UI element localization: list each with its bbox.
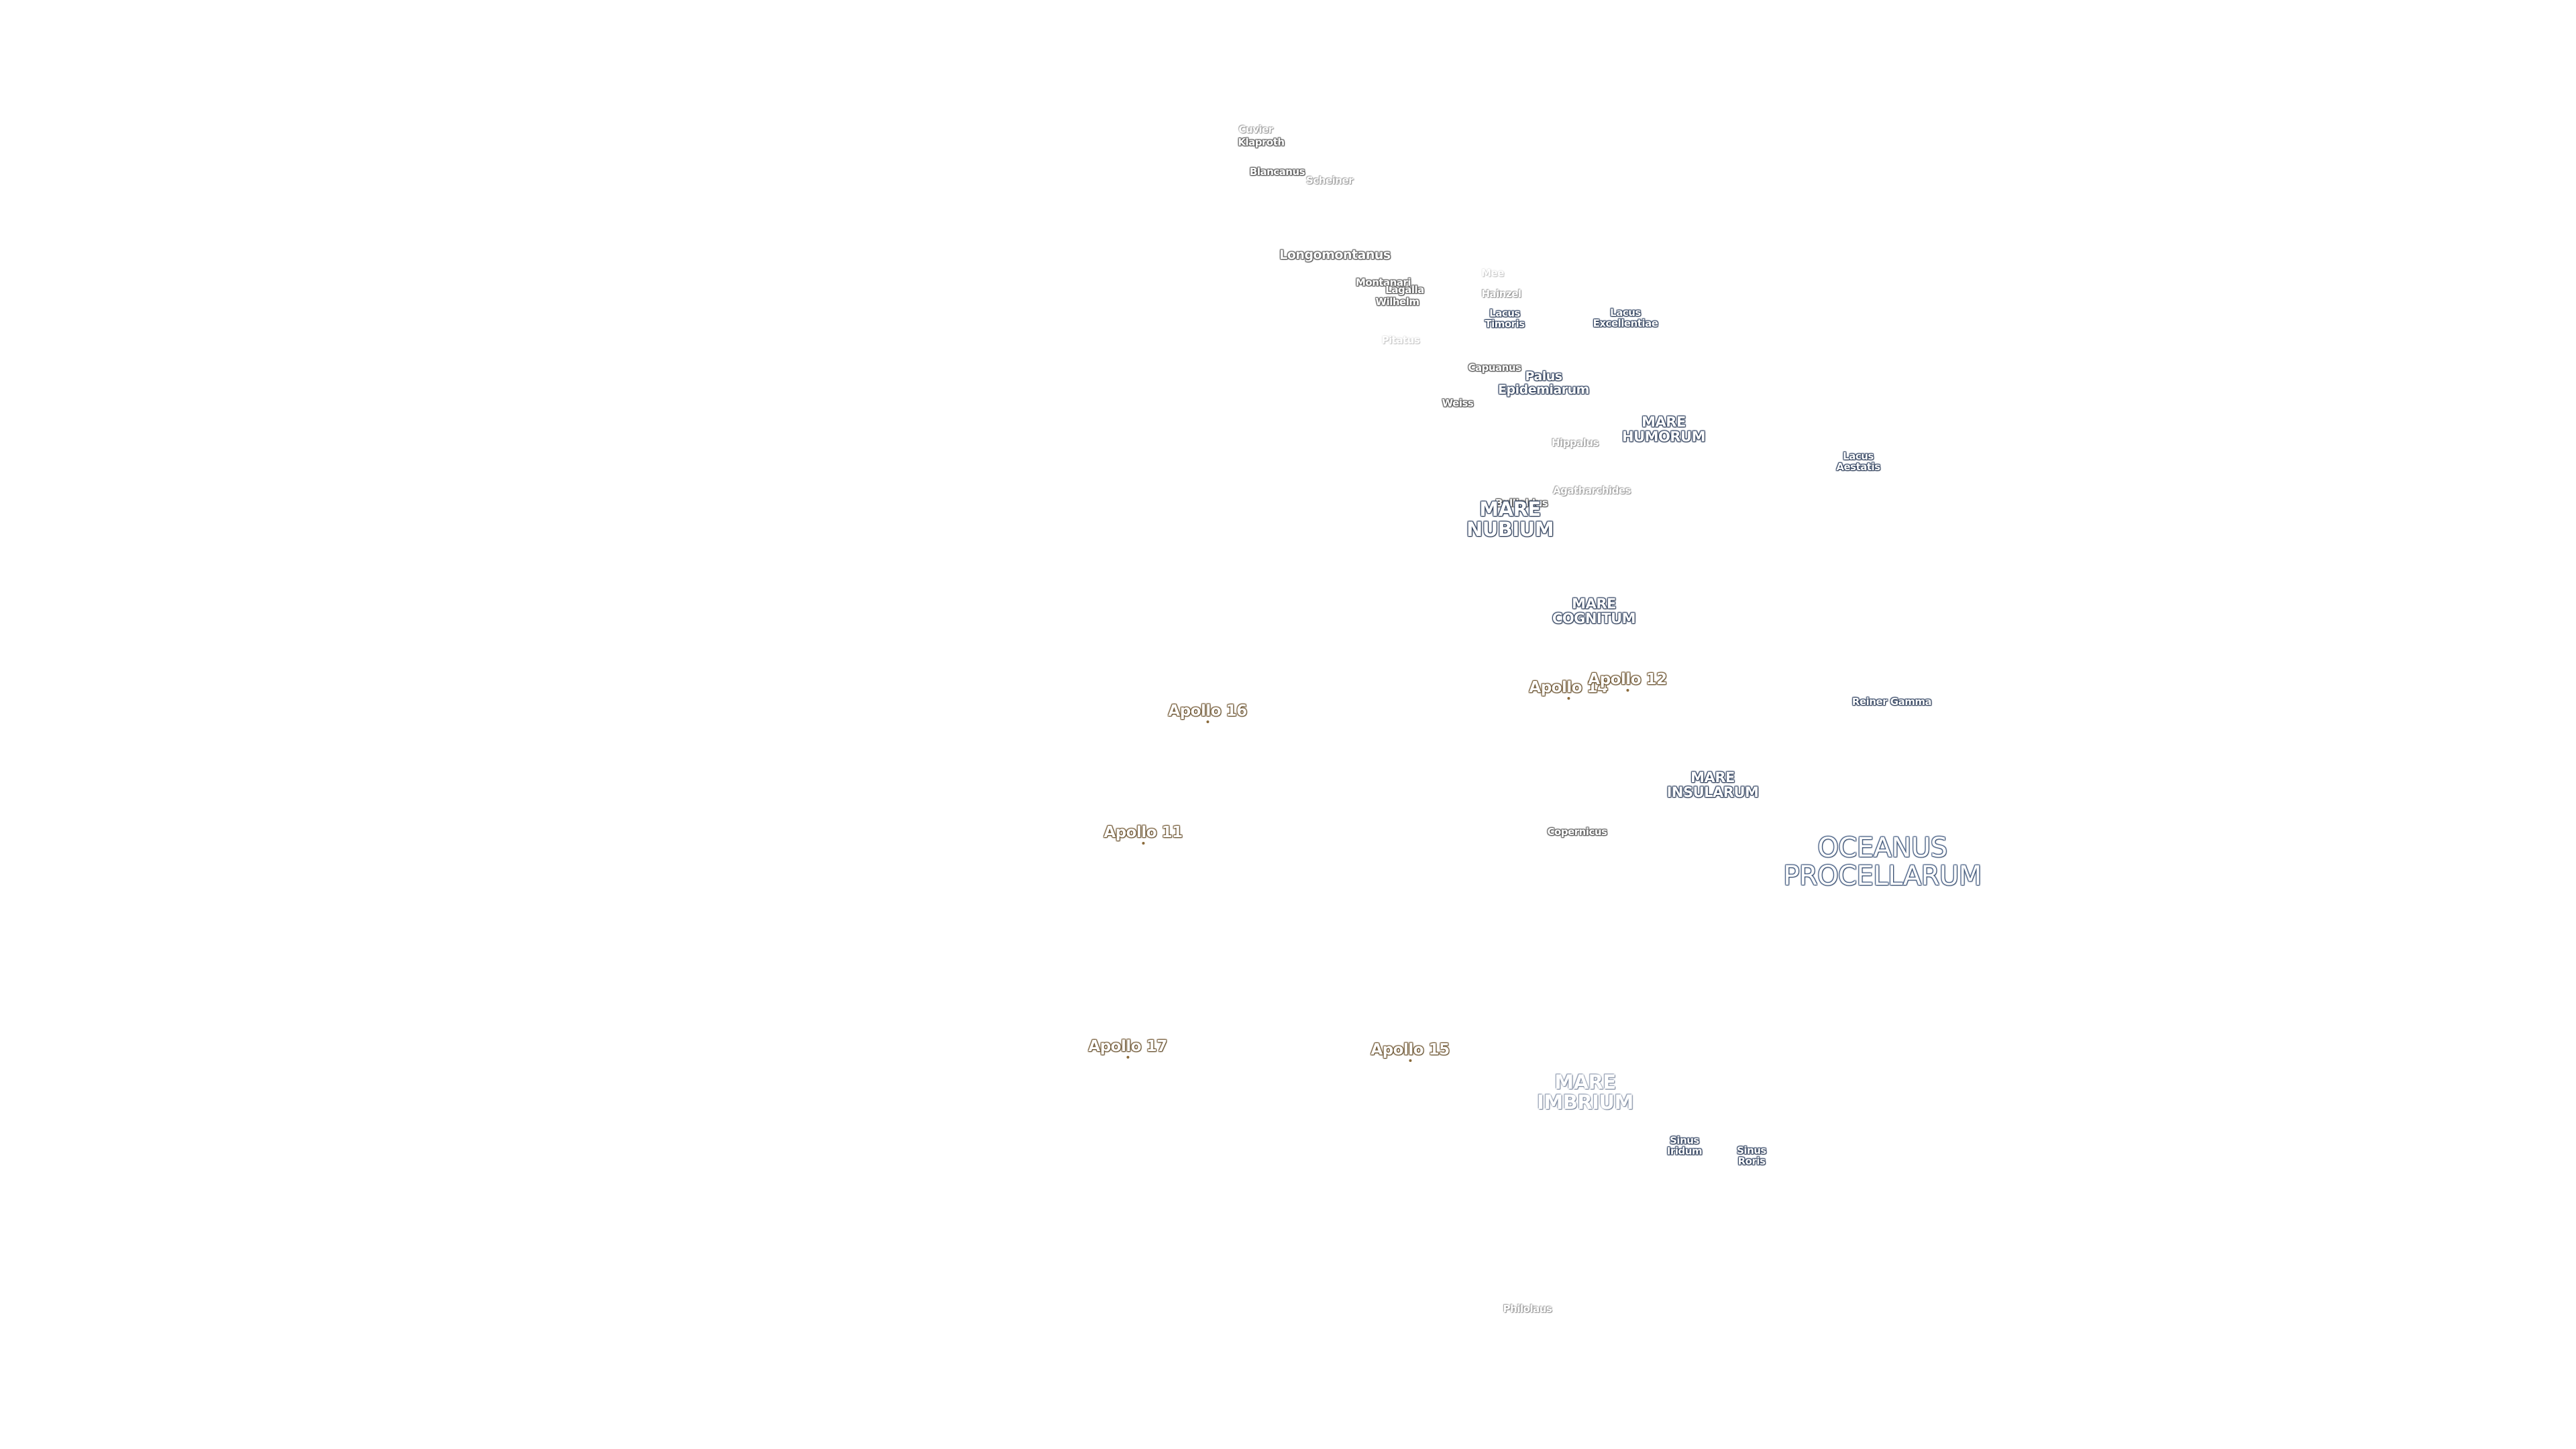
crater-label-cuvier[interactable]: Cuvier <box>1238 123 1273 136</box>
apollo-14-site[interactable]: Apollo 14 <box>1529 679 1608 700</box>
mare-imbrium-label[interactable]: MARE IMBRIUM <box>1537 1071 1633 1114</box>
apollo-16-site[interactable]: Apollo 16 <box>1168 702 1247 724</box>
palus-epidemiarum-label[interactable]: Palus Epidemiarum <box>1498 369 1589 397</box>
crater-label-pitatus[interactable]: Pitatus <box>1381 334 1420 346</box>
reiner-gamma-label[interactable]: Reiner Gamma <box>1851 696 1932 708</box>
crater-label-agatharchides[interactable]: Agatharchides <box>1553 484 1631 496</box>
apollo-15-site[interactable]: Apollo 15 <box>1371 1041 1450 1063</box>
crater-label-capuanus[interactable]: Capuanus <box>1468 362 1521 374</box>
crater-label-blancanus[interactable]: Blancanus <box>1249 166 1305 178</box>
mare-insularum-label[interactable]: MARE INSULARUM <box>1666 769 1759 801</box>
apollo-11-site[interactable]: Apollo 11 <box>1104 824 1183 845</box>
sinus-iridum-label[interactable]: Sinus Iridum <box>1666 1134 1703 1157</box>
lacus-excellentiae-label[interactable]: Lacus Excellentiae <box>1593 307 1658 329</box>
crater-label-lagalla[interactable]: Lagalla <box>1385 284 1424 296</box>
oceanus-procellarum-label[interactable]: OCEANUS PROCELLARUM <box>1783 833 1982 892</box>
crater-label-copernicus[interactable]: Copernicus <box>1547 826 1607 838</box>
crater-label-montanari[interactable]: Montanari <box>1355 276 1411 288</box>
apollo-17-site[interactable]: Apollo 17 <box>1088 1038 1167 1059</box>
crater-label-hainzel[interactable]: Hainzel <box>1481 288 1521 300</box>
mare-cognitum-label[interactable]: MARE COGNITUM <box>1552 596 1636 627</box>
mare-humorum-label[interactable]: MARE HUMORUM <box>1622 414 1706 445</box>
crater-label-wilhelm[interactable]: Wilhelm <box>1375 296 1419 308</box>
lacus-timoris-label[interactable]: Lacus Timoris <box>1485 307 1525 330</box>
crater-label-klaproth[interactable]: Klaproth <box>1238 136 1285 148</box>
crater-label-scheiner[interactable]: Scheiner <box>1306 174 1353 186</box>
sinus-roris-label[interactable]: Sinus Roris <box>1737 1144 1766 1167</box>
mare-nubium-label[interactable]: MARE NUBIUM <box>1466 498 1554 541</box>
crater-label-weiss[interactable]: Weiss <box>1442 397 1474 409</box>
crater-label-longomontanus[interactable]: Longomontanus <box>1279 248 1391 262</box>
crater-label-mee[interactable]: Mee <box>1481 267 1504 279</box>
crater-label-bullialdus[interactable]: Bullialdus <box>1495 497 1548 509</box>
apollo-12-site[interactable]: Apollo 12 <box>1588 671 1667 692</box>
crater-label-hippalus[interactable]: Hippalus <box>1551 437 1599 449</box>
lacus-aestatis-label[interactable]: Lacus Aestatis <box>1836 450 1880 473</box>
crater-label-philolaus[interactable]: Philolaus <box>1503 1303 1552 1315</box>
